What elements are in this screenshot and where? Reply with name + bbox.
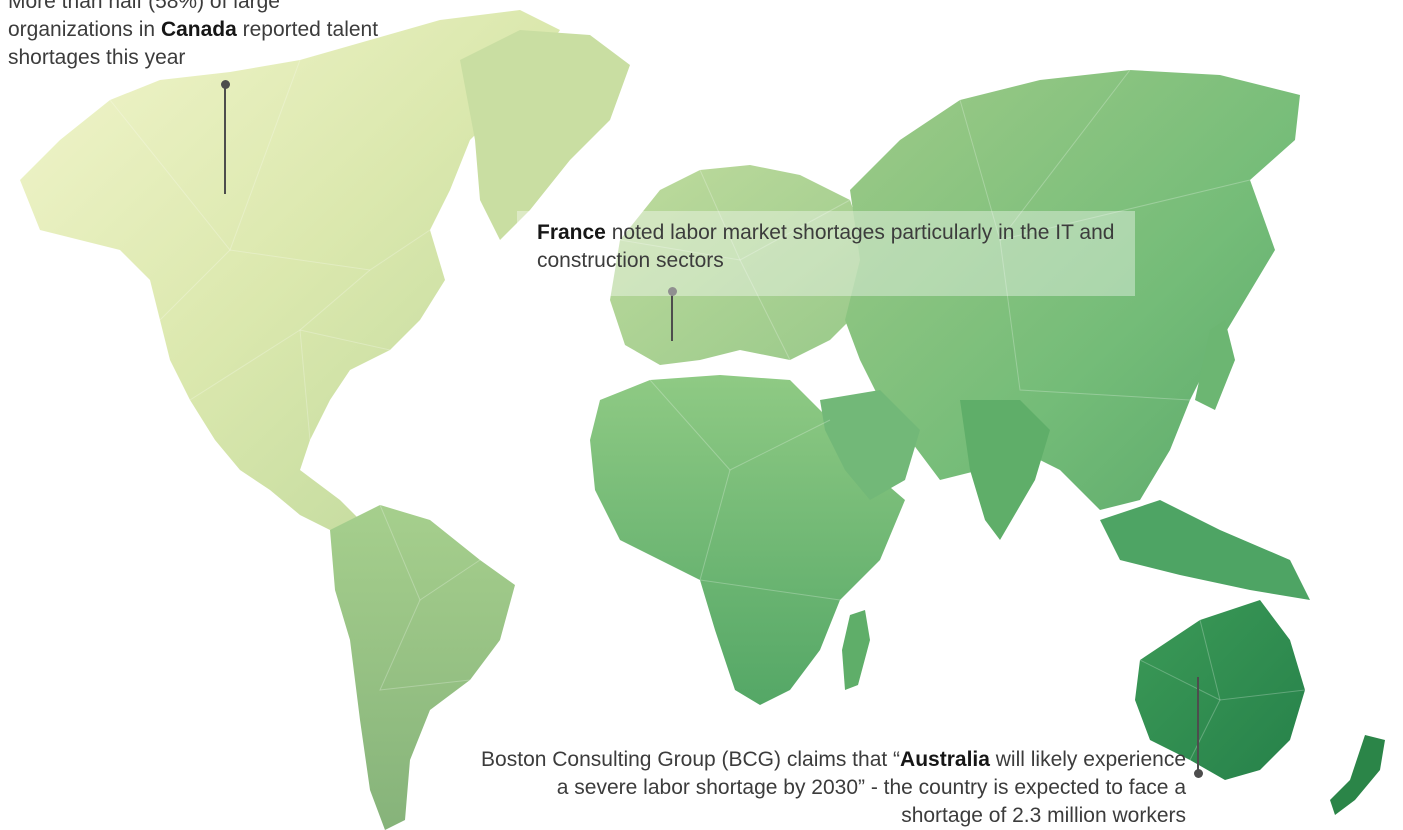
canada-callout: More than half (58%) of large organizati… bbox=[8, 0, 398, 72]
greenland-shape bbox=[460, 30, 630, 240]
australia-callout-pre: Boston Consulting Group (BCG) claims tha… bbox=[481, 748, 901, 771]
australia-leader-line bbox=[1197, 677, 1199, 773]
australia-callout-post: will likely experience a severe labor sh… bbox=[556, 748, 1186, 827]
australia-country-name: Australia bbox=[900, 748, 990, 771]
asia-shape bbox=[845, 70, 1300, 510]
france-marker-dot bbox=[668, 287, 677, 296]
arabia-shape bbox=[820, 390, 920, 500]
europe-shape bbox=[610, 165, 870, 365]
madagascar-shape bbox=[842, 610, 870, 690]
france-callout-post: noted labor market shortages particularl… bbox=[537, 221, 1115, 272]
australia-callout: Boston Consulting Group (BCG) claims tha… bbox=[470, 746, 1186, 830]
canada-callout-pre: More than half (58%) of large organizati… bbox=[8, 0, 280, 41]
france-callout: France noted labor market shortages part… bbox=[517, 211, 1135, 296]
japan-shape bbox=[1195, 320, 1235, 410]
india-shape bbox=[960, 400, 1050, 540]
australia-shape bbox=[1135, 600, 1305, 780]
france-country-name: France bbox=[537, 221, 606, 244]
canada-marker-dot bbox=[221, 80, 230, 89]
south-america-shape bbox=[330, 505, 515, 830]
southeast-asia-islands-shape bbox=[1100, 500, 1310, 600]
australia-marker-dot bbox=[1194, 769, 1203, 778]
canada-leader-line bbox=[224, 84, 226, 194]
france-leader-line bbox=[671, 291, 673, 341]
canada-callout-post: reported talent shortages this year bbox=[8, 18, 379, 69]
facet-lines bbox=[109, 59, 1306, 761]
new-zealand-shape bbox=[1330, 735, 1385, 815]
north-america-shape bbox=[20, 10, 560, 530]
canada-country-name: Canada bbox=[160, 18, 237, 41]
africa-shape bbox=[590, 375, 905, 705]
